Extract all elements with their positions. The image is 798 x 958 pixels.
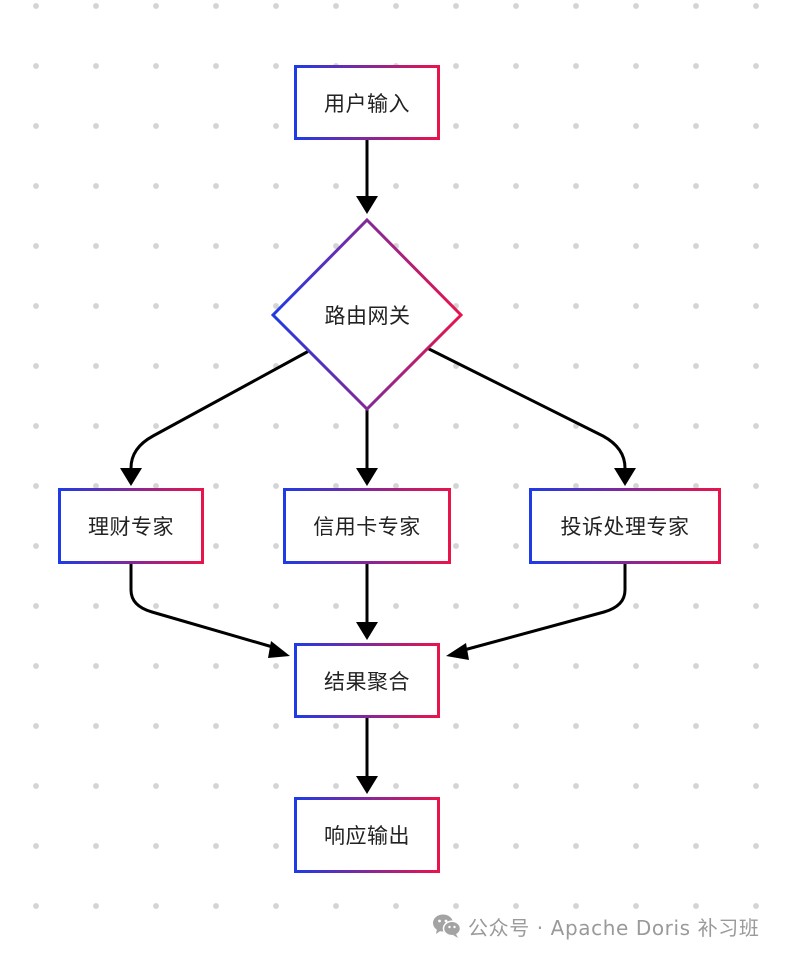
wechat-icon bbox=[433, 914, 462, 938]
edge-router-to-complaint bbox=[427, 347, 627, 472]
node-user-input-label: 用户输入 bbox=[324, 91, 410, 116]
node-response-label: 响应输出 bbox=[324, 824, 410, 848]
arrowhead-aggregate-left bbox=[268, 641, 290, 658]
arrowhead-response bbox=[356, 776, 378, 794]
watermark: 公众号 · Apache Doris 补习班 bbox=[432, 910, 759, 942]
node-response: 响应输出 bbox=[294, 797, 440, 873]
arrowhead-aggregate-right bbox=[446, 643, 469, 660]
node-router: 路由网关 bbox=[273, 220, 462, 410]
arrowhead-credit bbox=[356, 468, 378, 486]
edge-finance-to-aggregate bbox=[129, 562, 278, 650]
node-finance-expert-label: 理财专家 bbox=[88, 515, 174, 539]
node-complaint-expert: 投诉处理专家 bbox=[529, 488, 721, 564]
watermark-text: 公众号 · Apache Doris 补习班 bbox=[468, 915, 760, 940]
edge-router-to-finance bbox=[129, 350, 309, 472]
node-user-input: 用户输入 bbox=[294, 65, 440, 140]
router-diamond bbox=[270, 217, 464, 412]
arrowhead-finance bbox=[120, 468, 142, 486]
node-credit-card-expert-label: 信用卡专家 bbox=[313, 515, 421, 539]
node-finance-expert: 理财专家 bbox=[58, 488, 204, 564]
edge-complaint-to-aggregate bbox=[462, 562, 627, 652]
node-complaint-expert-label: 投诉处理专家 bbox=[560, 515, 690, 539]
node-aggregate-label: 结果聚合 bbox=[324, 669, 410, 694]
node-router-label: 路由网关 bbox=[324, 304, 411, 328]
node-credit-card-expert: 信用卡专家 bbox=[283, 488, 451, 564]
arrowhead-aggregate-center bbox=[356, 622, 378, 640]
arrowhead-router bbox=[356, 196, 378, 214]
arrowhead-complaint bbox=[614, 468, 636, 486]
node-aggregate: 结果聚合 bbox=[294, 643, 440, 718]
